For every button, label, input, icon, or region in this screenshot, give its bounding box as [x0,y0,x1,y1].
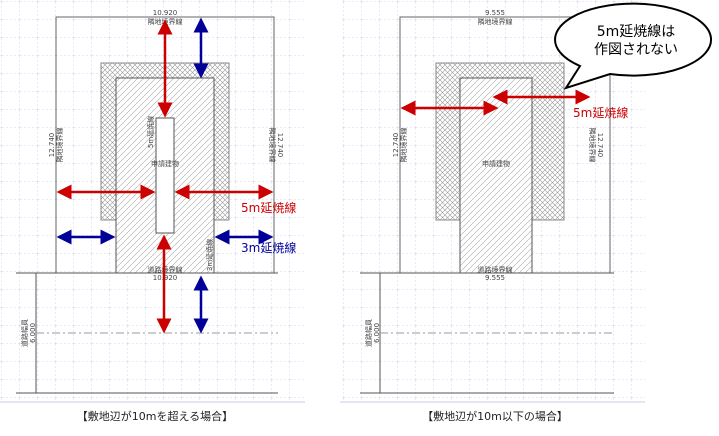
road-dimension: 9.555 [485,274,505,282]
left-dimension: 12.740 [392,133,400,158]
left-panel: 10.920 隣地境界線 12.740 隣地境界線 隣地境界線 12.740 5… [0,0,305,423]
right-dimension: 12.740 [276,133,284,158]
road-width: 6.000 [29,323,37,343]
building-label: 申請建物 [151,159,179,168]
top-dimension: 9.555 [485,9,505,17]
arrows [56,17,274,334]
right-dimension: 12.740 [596,133,604,158]
building-label: 申請建物 [482,159,510,168]
label-5m-fire-line: 5m延焼線 [573,105,628,120]
right-boundary-label: 隣地境界線 [588,128,597,163]
top-boundary-label: 隣地境界線 [478,17,513,26]
small-5m-label: 5m延焼線 [146,116,155,148]
caption-right: 【敷地辺が10m以下の場合】 [422,409,568,423]
road-width-label: 道路幅員 [364,319,373,347]
right-panel: 9.555 隣地境界線 12.740 隣地境界線 隣地境界線 12.740 申請… [340,0,713,423]
bubble-text-line2: 作図されない [594,42,678,58]
right-boundary-label: 隣地境界線 [268,128,277,163]
small-3m-label: 3m延焼線 [205,239,214,271]
label-3m-fire-line: 3m延焼線 [241,240,296,255]
road-width-label: 道路幅員 [20,319,29,347]
narrow-part [155,117,175,234]
left-boundary-label: 隣地境界線 [55,128,64,163]
caption-left: 【敷地辺が10mを超える場合】 [77,409,233,423]
speech-bubble [554,2,713,90]
top-dimension: 10.920 [153,9,178,17]
bubble-text-line1: 5m延焼線は [597,24,676,40]
road-boundary-label: 道路境界線 [478,265,513,274]
road-width: 6.000 [373,323,381,343]
left-dimension: 12.740 [48,133,56,158]
label-5m-fire-line: 5m延焼線 [241,200,296,215]
left-boundary-label: 隣地境界線 [399,128,408,163]
